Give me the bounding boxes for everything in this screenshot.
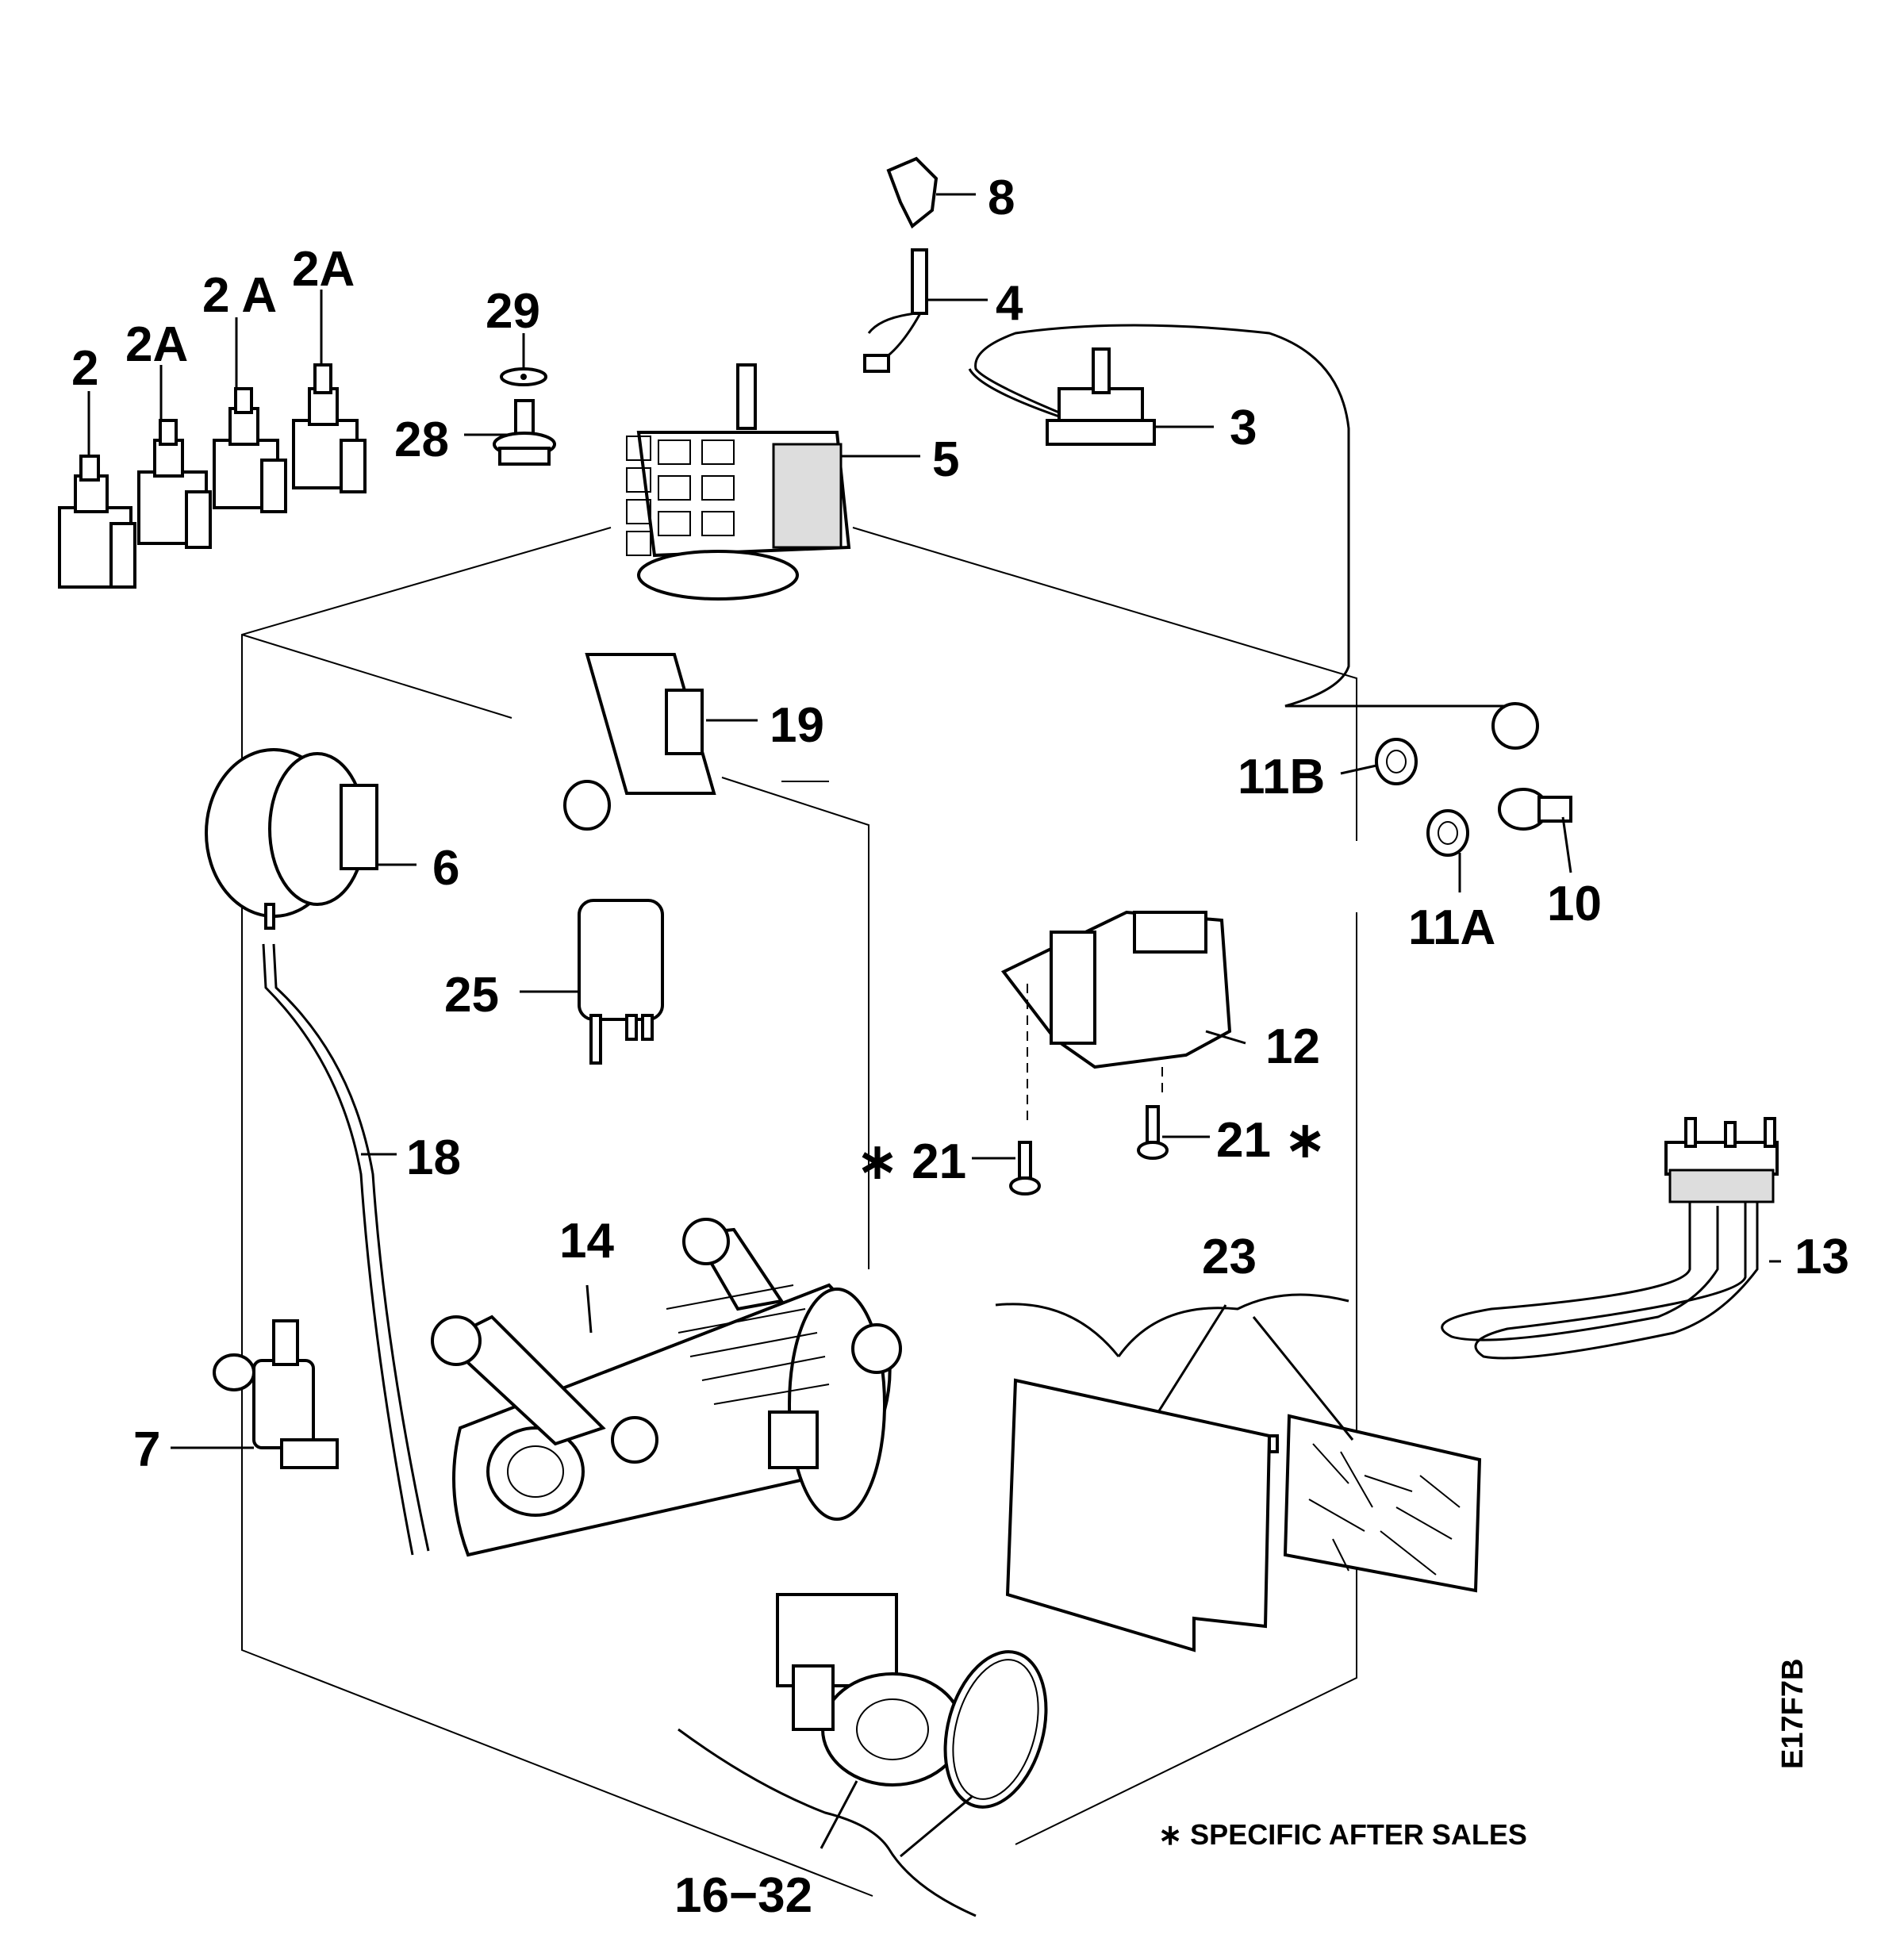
label-11a: 11A — [1408, 900, 1495, 955]
label-8: 8 — [988, 171, 1015, 225]
washer-29 — [500, 367, 547, 386]
label-2a-1: 2A — [125, 317, 188, 372]
label-13: 13 — [1795, 1230, 1849, 1284]
label-11b: 11B — [1238, 750, 1325, 804]
label-3: 3 — [1230, 401, 1257, 455]
timer-5 — [626, 363, 851, 601]
label-29: 29 — [486, 284, 540, 339]
brace-16-32 — [678, 1728, 977, 1917]
leader-lines — [87, 193, 1781, 1858]
hose-18 — [262, 943, 430, 1556]
label-2a-3: 2A — [292, 242, 355, 297]
label-6: 6 — [432, 841, 459, 896]
label-25: 25 — [444, 968, 499, 1023]
wire-4 — [863, 248, 928, 373]
part-labels: 2 2A 2 A 2A 29 28 8 4 5 3 19 6 11B 11A 1… — [71, 171, 1849, 1923]
label-28: 28 — [394, 413, 449, 467]
thermostat-3 — [968, 324, 1539, 750]
label-7: 7 — [133, 1422, 160, 1477]
label-23: 23 — [1202, 1230, 1257, 1284]
screw-21-right — [1137, 1105, 1169, 1160]
label-21-right: 21 ∗ — [1216, 1113, 1326, 1168]
label-19: 19 — [770, 698, 824, 753]
door-interlock-19 — [563, 653, 716, 831]
label-18: 18 — [406, 1130, 461, 1185]
push-switch-2a-1 — [137, 419, 212, 549]
cabinet-outline — [241, 527, 1357, 1897]
pump-16 — [776, 1593, 964, 1787]
label-14: 14 — [559, 1214, 614, 1268]
spindle-28 — [493, 399, 556, 466]
knob-11b — [1375, 738, 1418, 785]
push-switch-2 — [58, 455, 136, 589]
label-5: 5 — [932, 432, 959, 487]
label-2a-2: 2 A — [202, 268, 277, 323]
label-2: 2 — [71, 341, 98, 396]
motor-14 — [431, 1218, 902, 1557]
label-16-32: 16−32 — [674, 1868, 812, 1923]
label-21-left: ∗ 21 — [857, 1134, 966, 1189]
valve-7 — [213, 1319, 339, 1469]
lamp-10 — [1498, 788, 1572, 831]
label-10: 10 — [1547, 877, 1602, 931]
screw-21-left — [1009, 1141, 1041, 1196]
push-switch-2a-3 — [292, 363, 367, 493]
cam-8 — [886, 156, 939, 229]
push-switch-2a-2 — [213, 387, 287, 513]
suppressor-25 — [578, 899, 664, 1065]
heater-13 — [1441, 1117, 1779, 1360]
drawing-code: E17F7B — [1776, 1659, 1810, 1769]
circuit-board-23 — [1283, 1414, 1482, 1593]
switch-12 — [1000, 910, 1232, 1126]
label-12: 12 — [1265, 1019, 1320, 1074]
pressure-switch-6 — [205, 748, 378, 930]
module-23 — [995, 1293, 1349, 1652]
footnote-specific-after-sales: ∗ SPECIFIC AFTER SALES — [1158, 1818, 1527, 1851]
seal-32 — [943, 1650, 1048, 1809]
knob-11a — [1426, 809, 1469, 857]
label-4: 4 — [996, 276, 1023, 331]
